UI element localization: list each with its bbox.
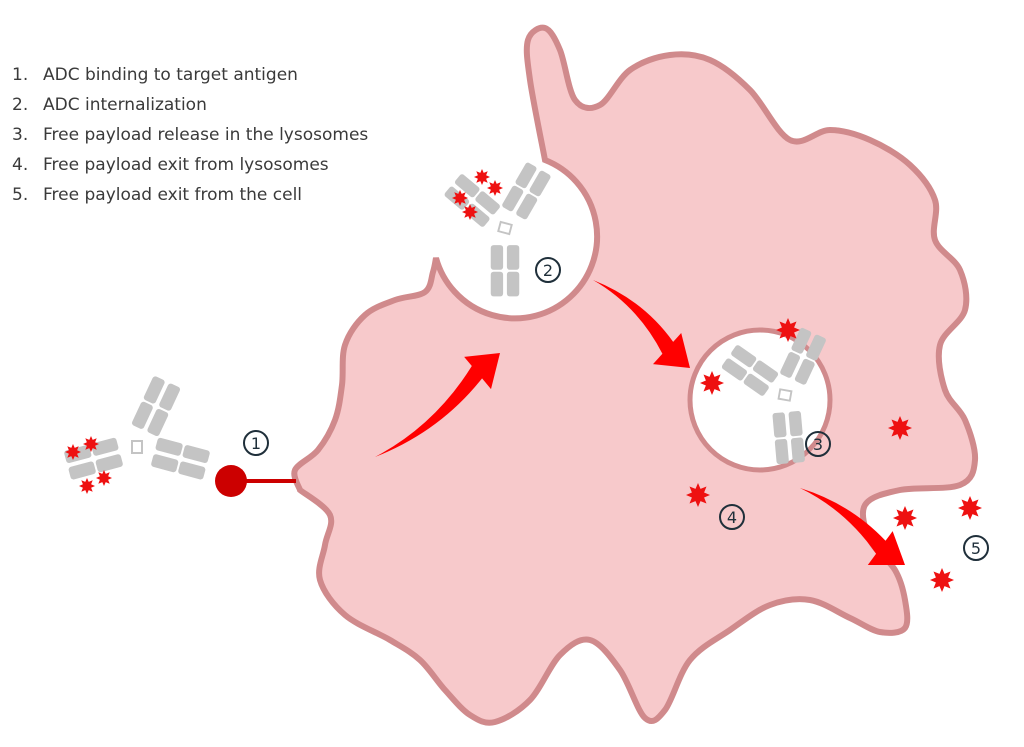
payload-star-icon bbox=[888, 416, 912, 440]
step-number: 3 bbox=[813, 435, 823, 454]
payload-star-icon bbox=[462, 204, 478, 220]
step-number: 5 bbox=[971, 539, 981, 558]
legend-item: 2.ADC internalization bbox=[12, 95, 207, 115]
step-marker-4: 4 bbox=[719, 504, 745, 530]
step-number: 4 bbox=[727, 508, 737, 527]
payload-star-icon bbox=[65, 444, 81, 460]
legend-item: 1.ADC binding to target antigen bbox=[12, 65, 298, 85]
process-arrow bbox=[800, 488, 905, 565]
process-arrow bbox=[375, 353, 500, 457]
legend-item: 3.Free payload release in the lysosomes bbox=[12, 125, 369, 145]
antibody-free bbox=[64, 375, 211, 480]
payload-star-icon bbox=[776, 318, 800, 342]
payload-star-icon bbox=[958, 496, 982, 520]
step-marker-1: 1 bbox=[243, 430, 269, 456]
payload-star-icon bbox=[83, 436, 99, 452]
step-number: 1 bbox=[251, 434, 261, 453]
payload-star-icon bbox=[474, 169, 490, 185]
payload-star-icon bbox=[700, 371, 724, 395]
legend-item: 5.Free payload exit from the cell bbox=[12, 185, 303, 205]
payload-star-icon bbox=[686, 483, 710, 507]
step-marker-5: 5 bbox=[963, 535, 989, 561]
legend-item: 4.Free payload exit from lysosomes bbox=[12, 155, 329, 175]
payload-star-icon bbox=[930, 568, 954, 592]
step-number: 2 bbox=[543, 261, 553, 280]
step-marker-3: 3 bbox=[805, 431, 831, 457]
payload-star-icon bbox=[452, 190, 468, 206]
cell-membrane bbox=[291, 24, 979, 726]
process-arrow bbox=[593, 280, 690, 368]
payload-star-icon bbox=[487, 180, 503, 196]
payload-star-icon bbox=[79, 478, 95, 494]
target-antigen bbox=[215, 465, 247, 497]
payload-star-icon bbox=[96, 470, 112, 486]
payload-star-icon bbox=[893, 506, 917, 530]
step-marker-2: 2 bbox=[535, 257, 561, 283]
step-legend: 1.ADC binding to target antigen 2.ADC in… bbox=[12, 60, 368, 210]
